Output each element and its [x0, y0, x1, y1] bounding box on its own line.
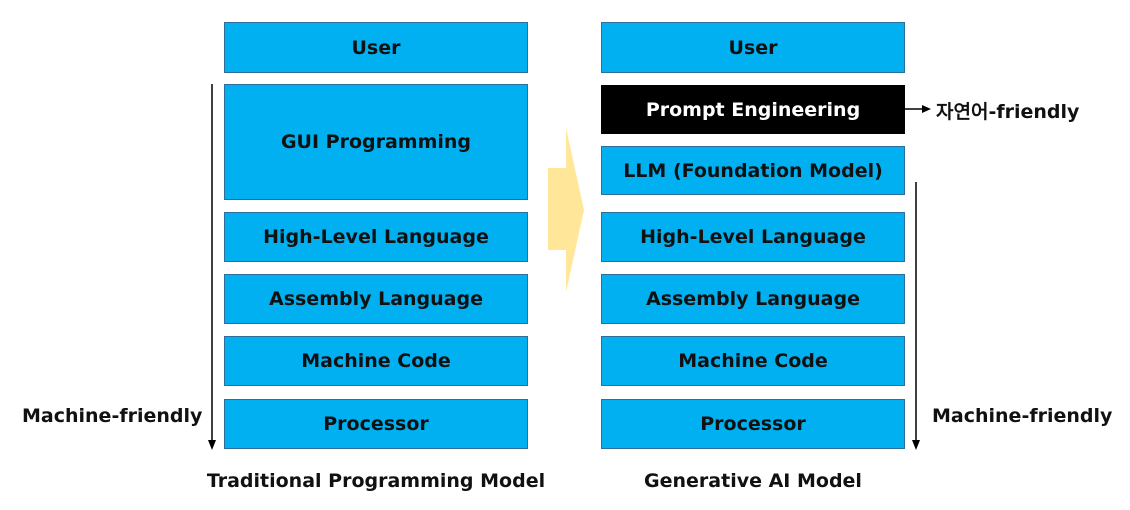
right-down-arrowhead	[912, 440, 920, 450]
left-down-arrowhead	[208, 440, 216, 450]
right-layer-high-level-language: High-Level Language	[601, 212, 905, 262]
right-side-label: Machine-friendly	[932, 405, 1113, 427]
left-layer-gui-programming: GUI Programming	[224, 84, 528, 200]
left-layer-processor: Processor	[224, 399, 528, 449]
left-layer-machine-code: Machine Code	[224, 336, 528, 386]
left-side-label: Machine-friendly	[22, 405, 203, 427]
right-layer-machine-code: Machine Code	[601, 336, 905, 386]
right-layer-llm: LLM (Foundation Model)	[601, 146, 905, 195]
right-layer-processor: Processor	[601, 399, 905, 449]
prompt-label-arrowhead	[922, 105, 931, 113]
left-layer-user: User	[224, 22, 528, 73]
left-layer-high-level-language: High-Level Language	[224, 212, 528, 262]
left-caption: Traditional Programming Model	[206, 470, 546, 492]
transition-arrow	[548, 128, 584, 292]
right-highlight-label: 자연어-friendly	[936, 101, 1080, 123]
right-layer-assembly-language: Assembly Language	[601, 274, 905, 324]
right-caption: Generative AI Model	[644, 470, 862, 492]
right-layer-prompt-engineering: Prompt Engineering	[601, 85, 905, 134]
left-layer-assembly-language: Assembly Language	[224, 274, 528, 324]
right-layer-user: User	[601, 22, 905, 73]
